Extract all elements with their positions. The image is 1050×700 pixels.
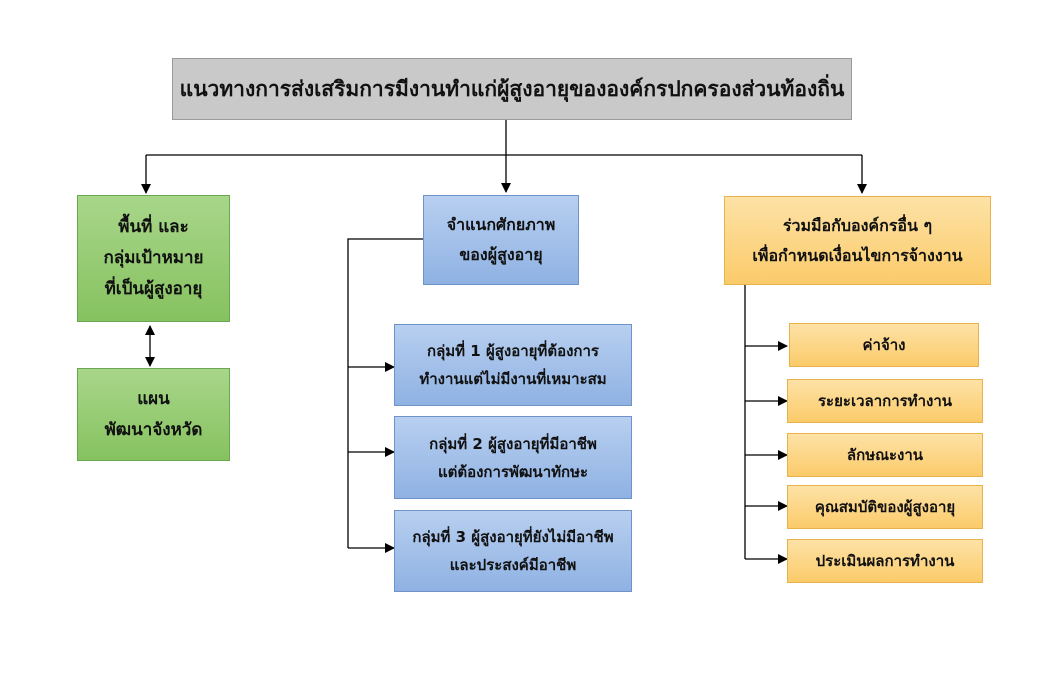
wage-box: ค่าจ้าง bbox=[789, 323, 979, 367]
group-2-line-1: กลุ่มที่ 2 ผู้สูงอายุที่มีอาชีพ bbox=[429, 434, 597, 453]
group-1-line-1: กลุ่มที่ 1 ผู้สูงอายุที่ต้องการ bbox=[427, 342, 599, 360]
area-target-line-2: กลุ่มเป้าหมาย bbox=[103, 248, 204, 268]
group-2-box: กลุ่มที่ 2 ผู้สูงอายุที่มีอาชีพ แต่ต้องก… bbox=[394, 416, 632, 499]
middle-tree-line bbox=[347, 238, 423, 548]
plan-line-1: แผน bbox=[137, 388, 170, 409]
area-target-line-1: พื้นที่ และ bbox=[118, 217, 189, 237]
area-target-line-3: ที่เป็นผู้สูงอายุ bbox=[104, 279, 203, 299]
group-3-line-1: กลุ่มที่ 3 ผู้สูงอายุที่ยังไม่มีอาชีพ bbox=[412, 528, 614, 546]
cooperate-box: ร่วมมือกับองค์กรอื่น ๆ เพื่อกำหนดเงื่อนไ… bbox=[724, 196, 991, 285]
provincial-plan-box: แผน พัฒนาจังหวัด bbox=[77, 368, 230, 461]
group-2-line-2: แต่ต้องการพัฒนาทักษะ bbox=[437, 462, 589, 481]
cooperate-line-2: เพื่อกำหนดเงื่อนไขการจ้างงาน bbox=[752, 245, 963, 265]
work-evaluation-box: ประเมินผลการทำงาน bbox=[787, 539, 983, 583]
classify-line-1: จำแนกศักยภาพ bbox=[446, 215, 556, 234]
group-3-box: กลุ่มที่ 3 ผู้สูงอายุที่ยังไม่มีอาชีพ แล… bbox=[394, 510, 632, 592]
plan-line-2: พัฒนาจังหวัด bbox=[104, 419, 203, 440]
group-1-line-2: ทำงานแต่ไม่มีงานที่เหมาะสม bbox=[419, 370, 607, 388]
classify-potential-box: จำแนกศักยภาพ ของผู้สูงอายุ bbox=[423, 195, 579, 285]
group-1-box: กลุ่มที่ 1 ผู้สูงอายุที่ต้องการ ทำงานแต่… bbox=[394, 324, 632, 406]
classify-line-2: ของผู้สูงอายุ bbox=[459, 245, 543, 264]
cooperate-line-1: ร่วมมือกับองค์กรอื่น ๆ bbox=[782, 215, 933, 235]
working-hours-box: ระยะเวลาการทำงาน bbox=[787, 379, 983, 423]
group-3-line-2: และประสงค์มีอาชีพ bbox=[449, 556, 577, 574]
diagram-title: แนวทางการส่งเสริมการมีงานทำแก่ผู้สูงอายุ… bbox=[172, 58, 852, 120]
elderly-qualification-box: คุณสมบัติของผู้สูงอายุ bbox=[787, 485, 983, 529]
job-type-box: ลักษณะงาน bbox=[787, 433, 983, 477]
area-target-box: พื้นที่ และ กลุ่มเป้าหมาย ที่เป็นผู้สูงอ… bbox=[77, 195, 230, 322]
